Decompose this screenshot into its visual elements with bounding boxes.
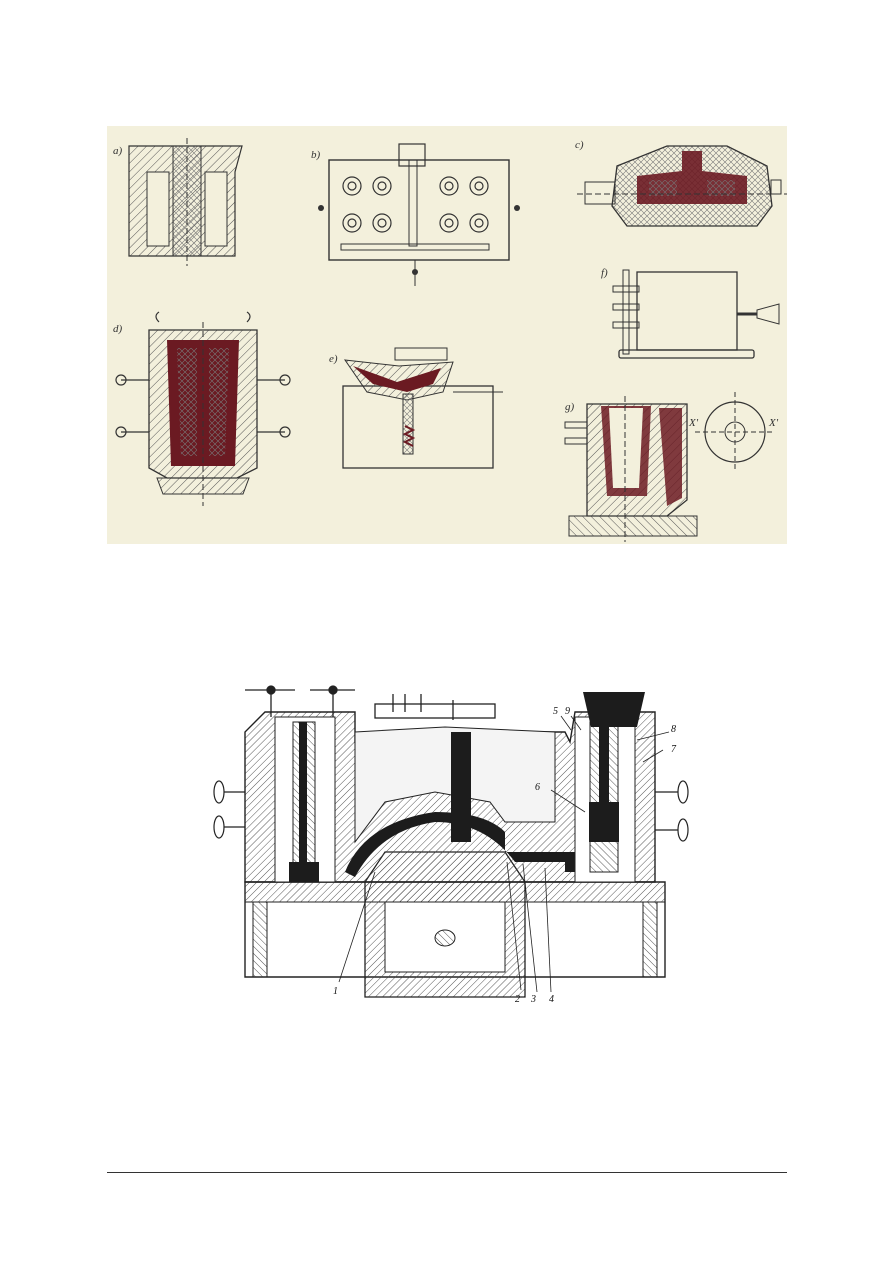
panel-c-label: c) <box>575 139 584 151</box>
callout-9: 9 <box>565 706 570 717</box>
panel-a: a) <box>113 138 243 266</box>
callout-7: 7 <box>671 744 677 755</box>
panel-g: g) X' X' <box>564 392 779 542</box>
callout-3: 3 <box>530 994 536 1005</box>
panel-b: b) <box>311 143 520 286</box>
callout-5: 5 <box>553 706 558 717</box>
callout-2: 2 <box>515 994 520 1005</box>
panel-a-label: a) <box>113 145 123 157</box>
panel-f-label: f) <box>601 267 608 279</box>
panel-f: f) <box>601 267 780 359</box>
mould-types-drawing: a) b) c) <box>113 138 787 542</box>
panel-d: d) <box>113 311 291 506</box>
callout-4: 4 <box>549 994 554 1005</box>
casting-machine-section: 1 2 3 4 5 6 7 8 9 <box>205 672 710 1022</box>
panel-e-label: e) <box>329 353 338 365</box>
footer-divider <box>107 1172 787 1173</box>
callout-1: 1 <box>333 986 338 997</box>
axis-label-right: X' <box>768 417 779 429</box>
panel-g-label: g) <box>565 401 575 413</box>
panel-d-label: d) <box>113 323 123 335</box>
panel-b-label: b) <box>311 149 321 161</box>
mould-types-figure: a) b) c) <box>107 126 787 544</box>
callout-6: 6 <box>535 782 540 793</box>
panel-e: e) <box>329 347 503 469</box>
panel-c: c) <box>575 139 787 227</box>
callout-8: 8 <box>671 724 676 735</box>
axis-label-left: X' <box>688 417 699 429</box>
casting-machine-drawing: 1 2 3 4 5 6 7 8 9 <box>213 685 689 1005</box>
